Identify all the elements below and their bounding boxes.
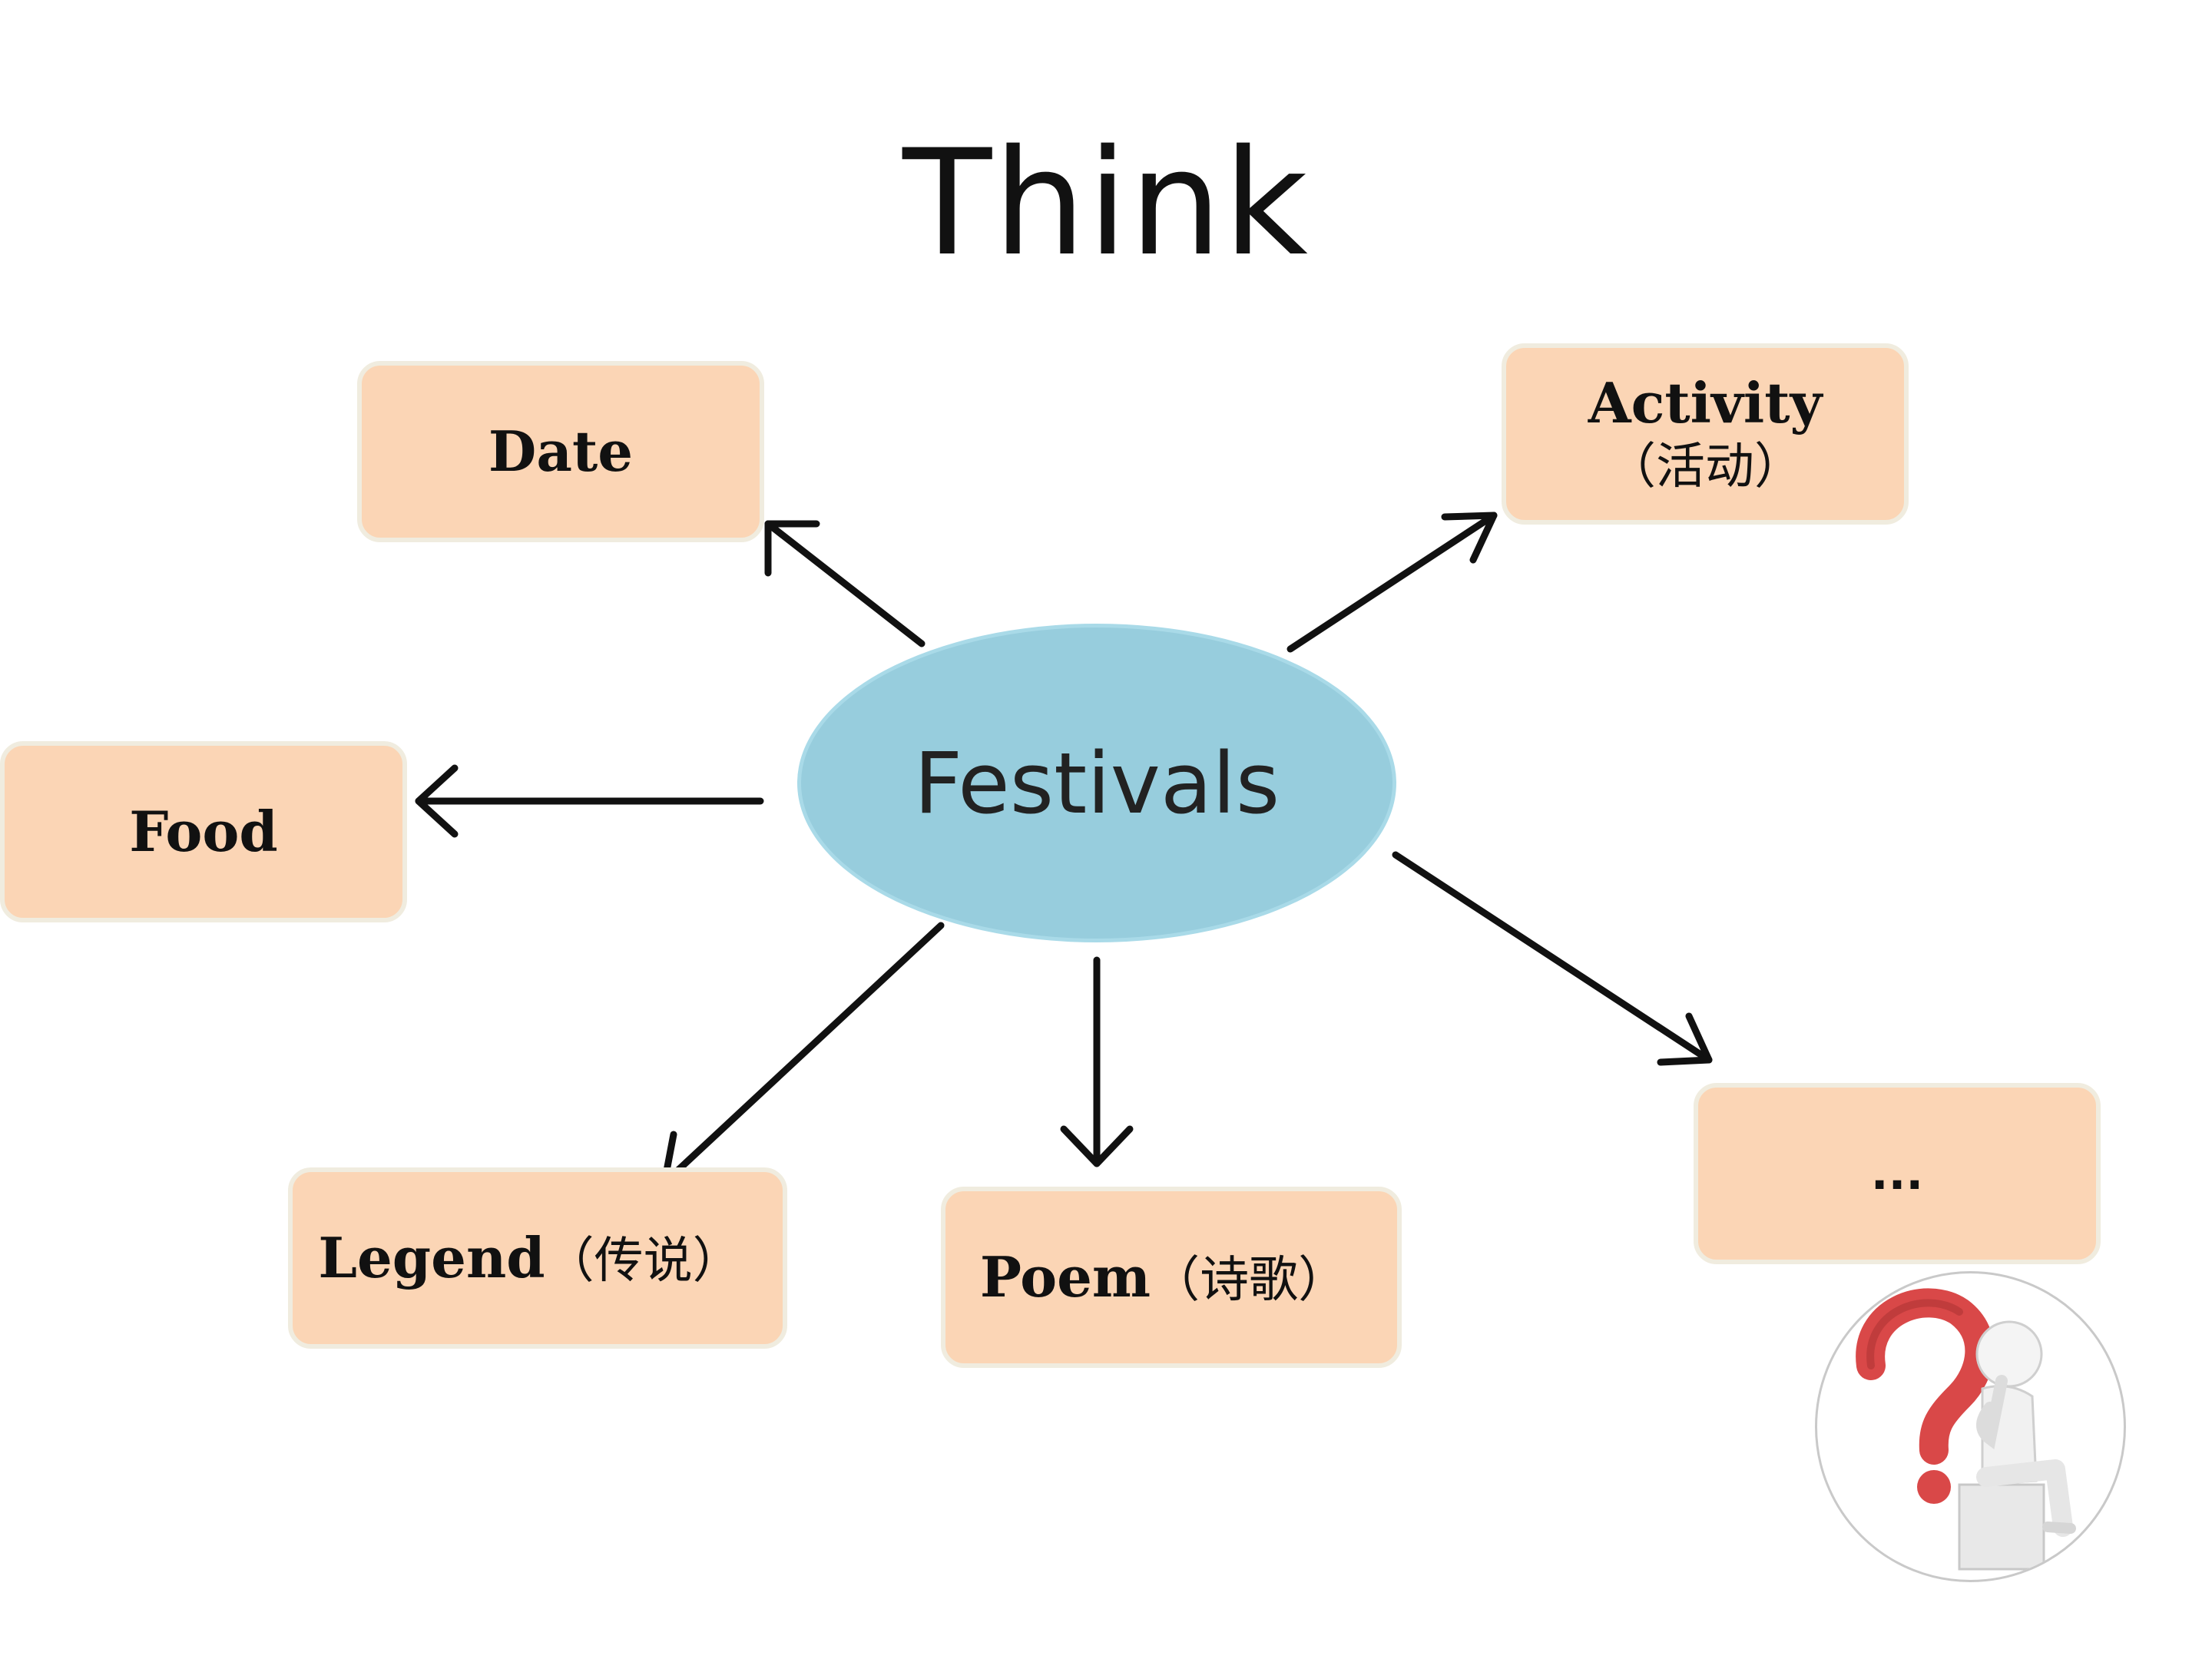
center-node-festivals: Festivals <box>797 624 1396 942</box>
arrow-to-poem <box>1060 956 1134 1167</box>
node-date-label: Date <box>488 419 634 484</box>
node-food-label: Food <box>129 799 278 864</box>
node-food: Food <box>0 741 407 922</box>
arrow-to-food <box>415 764 764 838</box>
arrow-to-date <box>764 520 926 647</box>
arrow-to-more <box>1392 851 1713 1066</box>
page-title: Think <box>902 118 1310 288</box>
node-legend-note: （传说） <box>545 1232 742 1290</box>
center-node-label: Festivals <box>913 733 1280 833</box>
node-poem: Poem （诗歌） <box>941 1187 1402 1368</box>
node-activity-label: Activity <box>1588 370 1823 435</box>
thinking-person-question-mark-icon <box>1815 1271 2126 1582</box>
node-poem-label: Poem <box>979 1243 1151 1310</box>
node-activity-note: （活动） <box>1607 439 1803 495</box>
node-more-label: ... <box>1870 1147 1924 1200</box>
node-more: ... <box>1694 1083 2101 1264</box>
arrow-to-legend <box>661 922 945 1187</box>
node-activity: Activity （活动） <box>1502 343 1909 525</box>
node-date: Date <box>357 361 764 542</box>
node-poem-note: （诗歌） <box>1151 1251 1348 1309</box>
node-legend: Legend （传说） <box>288 1167 787 1349</box>
node-legend-label: Legend <box>318 1224 545 1290</box>
arrow-to-activity <box>1286 512 1498 653</box>
